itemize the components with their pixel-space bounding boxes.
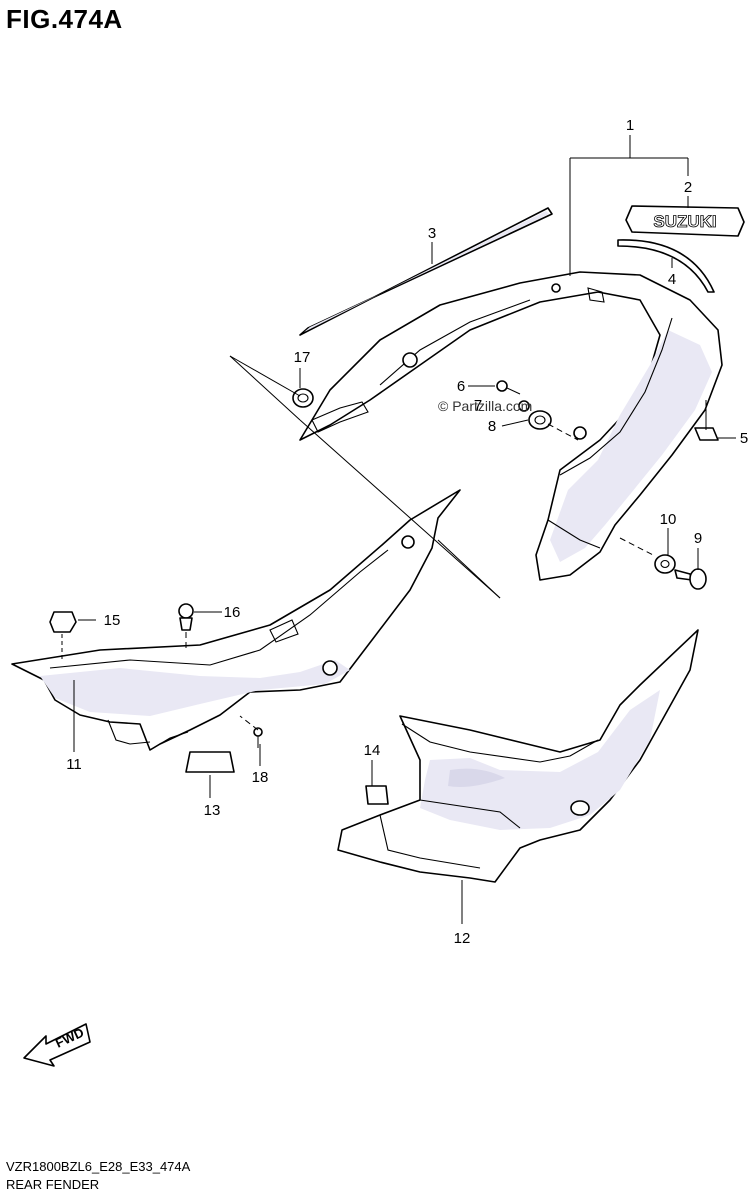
part-8-grommet[interactable] [528,410,552,430]
model-code: VZR1800BZL6_E28_E33_474A [6,1159,191,1174]
part-3-trim-strip[interactable] [299,207,553,336]
callout-13[interactable]: 13 [204,802,221,819]
part-9-bolt[interactable] [674,568,707,590]
callout-17[interactable]: 17 [294,349,311,366]
part-13-pad[interactable] [185,751,235,773]
figure-caption: REAR FENDER [6,1177,100,1192]
callout-labels: 1 2 3 4 5 6 7 8 9 10 11 12 13 14 15 16 1… [66,117,748,947]
part-10-grommet[interactable] [654,554,676,574]
part-7-washer[interactable] [518,400,530,412]
part-6-bolt[interactable] [496,380,521,395]
part-14-pad[interactable] [365,785,389,805]
callout-18[interactable]: 18 [252,769,269,786]
part-5-clip-nut[interactable] [694,427,719,441]
suzuki-decal-text: SUZUKI [653,212,716,231]
fwd-direction-arrow: FWD [23,1023,91,1067]
leader-lines [73,135,736,924]
callout-16[interactable]: 16 [224,604,241,621]
callout-2[interactable]: 2 [684,179,692,196]
callout-4[interactable]: 4 [668,271,676,288]
callout-8[interactable]: 8 [488,418,496,435]
callout-12[interactable]: 12 [454,930,471,947]
part-1-tail-cover[interactable] [299,271,723,581]
part-15-grommet[interactable] [49,611,77,660]
callout-7[interactable]: 7 [474,397,482,414]
part-11-frame-cover[interactable] [11,489,461,751]
part-16-clip[interactable] [178,603,194,631]
callout-5[interactable]: 5 [740,430,748,447]
part-4-curved-trim[interactable] [617,239,715,293]
part-17-cushion[interactable] [292,388,314,408]
figure-footer: VZR1800BZL6_E28_E33_474A REAR FENDER [6,1158,190,1194]
callout-11[interactable]: 11 [66,756,82,773]
callout-1[interactable]: 1 [626,117,634,134]
part-2-suzuki-decal[interactable]: SUZUKI [625,205,745,237]
callout-9[interactable]: 9 [694,530,702,547]
partzilla-watermark: © Partzilla.com [438,398,532,414]
callout-14[interactable]: 14 [364,742,381,759]
part-18-screw[interactable] [253,727,263,748]
callout-10[interactable]: 10 [660,511,677,528]
figure-title: FIG.474A [6,4,123,34]
part-12-side-cover[interactable] [337,629,699,883]
callout-3[interactable]: 3 [428,225,436,242]
callout-6[interactable]: 6 [457,378,465,395]
callout-15[interactable]: 15 [104,612,121,629]
